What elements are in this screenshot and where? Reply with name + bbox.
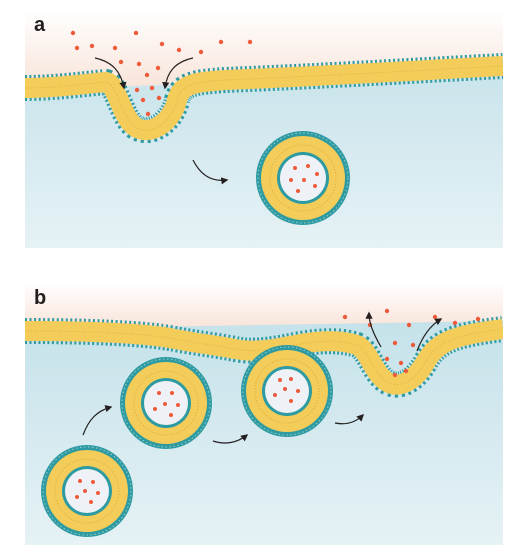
cargo-dot [313,184,317,188]
panel-a-endocytosis: a [25,10,503,248]
cargo-dot [248,40,252,44]
cargo-dot [71,31,75,35]
cargo-dot [75,495,79,499]
cargo-dot [393,373,397,377]
cargo-dot [393,341,397,345]
cargo-dot [273,393,277,397]
cargo-dot [163,402,167,406]
cargo-dot [219,40,223,44]
cargo-dot [89,500,93,504]
cargo-dot [399,361,403,365]
cargo-dot [170,391,174,395]
cargo-dot [113,46,117,50]
cargo-dot [476,317,480,321]
cargo-dot [160,42,164,46]
cargo-dot [343,315,347,319]
cargo-dot [119,60,123,64]
cargo-dot [150,86,154,90]
cargo-dot [90,44,94,48]
panel-b-label: b [34,287,46,310]
cargo-dot [169,413,173,417]
cargo-dot [137,62,141,66]
cargo-dot [146,112,150,116]
secretory-vesicle-2 [120,357,212,449]
panel-a-label: a [34,14,45,37]
cargo-dot [145,73,149,77]
cargo-dot [283,387,287,391]
cargo-dot [96,491,100,495]
panel-b-exocytosis: b [25,283,503,545]
endocytic-vesicle [256,131,350,225]
cargo-dot [302,178,306,182]
cargo-dot [135,88,139,92]
cargo-dot [293,166,297,170]
cargo-dot [404,369,408,373]
panel-a-drawing [25,10,503,248]
secretory-vesicle-3-docked [241,345,333,437]
cargo-dot [296,189,300,193]
cargo-dot [157,391,161,395]
cargo-dot [289,399,293,403]
cargo-dot [176,403,180,407]
cargo-dot [75,46,79,50]
cargo-dot [385,309,389,313]
cargo-dot [141,98,145,102]
cargo-dot [315,172,319,176]
cargo-dot [407,323,411,327]
cargo-dot [157,96,161,100]
cargo-dot [134,31,138,35]
panel-b-drawing [25,283,503,545]
cargo-dot [289,377,293,381]
cargo-dot [411,343,415,347]
cargo-dot [78,479,82,483]
cargo-dot [433,315,437,319]
cargo-dot [156,66,160,70]
cargo-dot [199,50,203,54]
cargo-dot [306,164,310,168]
cargo-dot [289,178,293,182]
cargo-dot [453,321,457,325]
cargo-dot [177,48,181,52]
cargo-dot [91,480,95,484]
cargo-dot [296,389,300,393]
cargo-dot [83,489,87,493]
cargo-dot [385,357,389,361]
secretory-vesicle-1 [41,445,133,537]
cargo-dot [153,407,157,411]
cargo-dot [278,378,282,382]
